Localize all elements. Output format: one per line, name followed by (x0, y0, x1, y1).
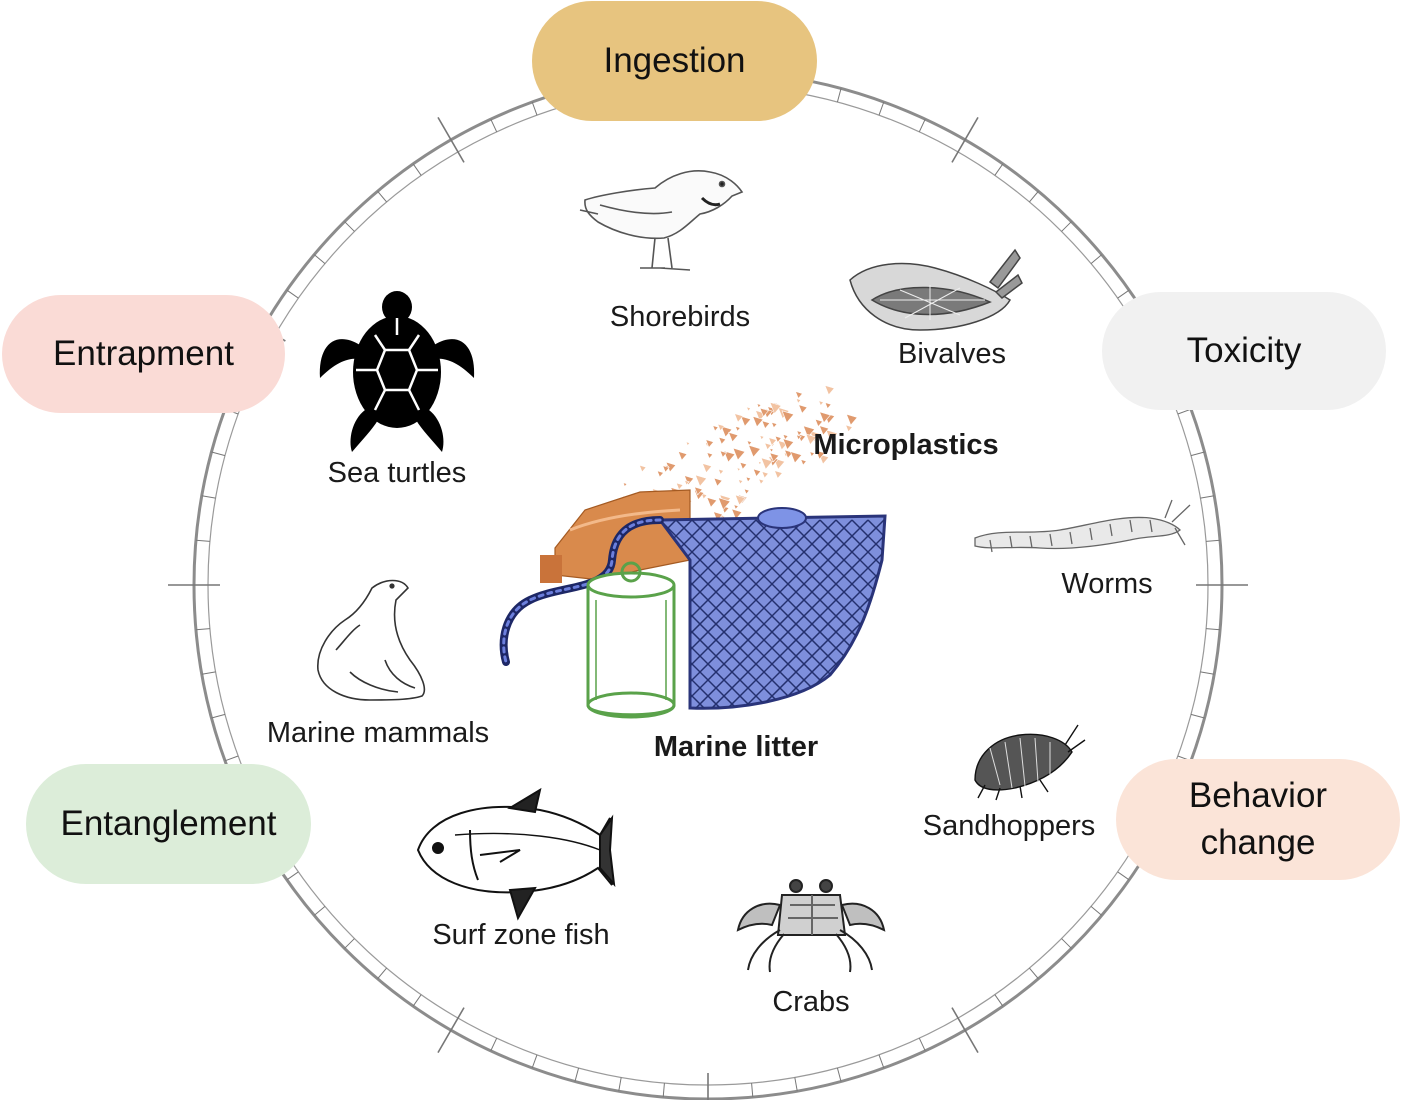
toxicity-pill: Toxicity (1102, 292, 1386, 410)
sea-turtle-silhouette (319, 291, 475, 452)
microplastics-label: Microplastics (813, 429, 999, 461)
entrapment-label: Entrapment (53, 333, 234, 373)
marine-mammal-illustration (317, 579, 426, 701)
bivalve-illustration (849, 248, 1023, 331)
behavior-change-label-line1: Behavior (1188, 776, 1328, 816)
sea-turtles-label: Sea turtles (327, 457, 467, 489)
surf-zone-fish-label: Surf zone fish (432, 919, 610, 951)
ingestion-label: Ingestion (603, 40, 746, 80)
drink-can (586, 561, 676, 719)
shorebird-illustration (579, 170, 744, 271)
entanglement-pill: Entanglement (26, 764, 311, 884)
sandhopper-illustration (974, 724, 1086, 801)
shorebirds-label: Shorebirds (609, 301, 751, 333)
fishing-net (657, 507, 887, 710)
behavior-change-pill: Behavior change (1116, 759, 1400, 880)
crabs-label: Crabs (772, 986, 850, 1018)
entanglement-label: Entanglement (60, 803, 277, 843)
marine-mammals-label: Marine mammals (266, 717, 490, 749)
bivalves-label: Bivalves (898, 338, 1006, 370)
toxicity-label: Toxicity (1186, 330, 1302, 370)
worms-label: Worms (1061, 568, 1153, 600)
sandhoppers-label: Sandhoppers (922, 810, 1096, 842)
behavior-change-label-line2: change (1200, 822, 1316, 862)
entrapment-pill: Entrapment (2, 295, 285, 413)
marine-litter-label: Marine litter (653, 731, 819, 763)
crab-illustration (736, 879, 886, 973)
surf-zone-fish-illustration (416, 787, 616, 921)
ingestion-pill: Ingestion (532, 1, 817, 121)
worm-illustration (974, 499, 1191, 553)
